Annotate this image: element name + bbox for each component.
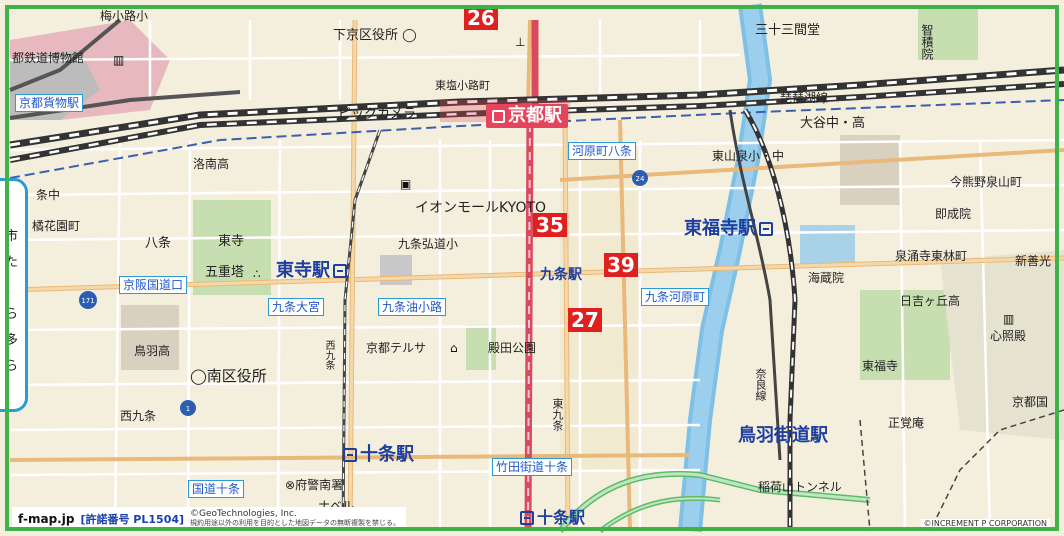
museum-small-icon: ▥ bbox=[113, 53, 125, 67]
kujo-kawaramachi-label[interactable]: 九条河原町 bbox=[641, 288, 710, 306]
increment-p-credit: ©INCREMENT P CORPORATION bbox=[920, 519, 1050, 528]
aeon-mall-label: イオンモールKYOTO bbox=[415, 200, 547, 216]
museum-icon: ▥ bbox=[1003, 312, 1015, 326]
marker-35[interactable]: 35 bbox=[533, 213, 567, 237]
police-station-label: ⊗府警南署 bbox=[285, 478, 344, 492]
tofukuji-station-label[interactable]: 東福寺駅 bbox=[684, 220, 773, 238]
kyoto-terrsa-label: 京都テルサ bbox=[366, 341, 427, 355]
kujo-omiya-label[interactable]: 九条大宮 bbox=[268, 298, 325, 316]
sanjusangendo-label: 三十三間堂 bbox=[755, 23, 821, 38]
biwako-line-label: 琵琶湖線 bbox=[780, 91, 829, 105]
callout-char-6: ら bbox=[5, 359, 19, 374]
station-icon bbox=[333, 264, 347, 278]
nara-line-label: 奈良線 bbox=[754, 368, 767, 401]
route-1-number: 1 bbox=[186, 405, 190, 413]
marker-39[interactable]: 39 bbox=[604, 253, 638, 277]
license-number: [許諾番号 PL1504] bbox=[80, 513, 185, 526]
jujo-dori bbox=[9, 453, 691, 462]
kujo-station-label[interactable]: 九条駅 bbox=[540, 267, 582, 283]
higashi-shiokoji-label: 東塩小路町 bbox=[435, 79, 490, 92]
side-callout-panel: 市 た 、 ら 多 ら bbox=[0, 178, 28, 412]
kaizoin-label: 海蔵院 bbox=[808, 271, 845, 285]
minami-ward-office-label: ◯南区役所 bbox=[190, 367, 267, 385]
sennyuji-higashi-label: 泉涌寺東林町 bbox=[895, 249, 968, 263]
kawaramachi-hachijo-label[interactable]: 河原町八条 bbox=[568, 142, 637, 160]
kyoto-station-label[interactable]: 京都駅 bbox=[486, 104, 568, 128]
route-1-shield bbox=[180, 400, 196, 416]
kujo-hiromichi-school-label: 九条弘道小 bbox=[398, 237, 459, 251]
higashikujo-street-label: 東九条 bbox=[551, 398, 564, 431]
callout-char-5: 多 bbox=[5, 333, 19, 348]
higashiyama-sen-school-label: 東山泉小・中 bbox=[712, 149, 785, 163]
imakumano-label: 今熊野泉山町 bbox=[950, 175, 1023, 189]
railway-museum-label: 都鉄道博物館 bbox=[12, 51, 85, 65]
hall-icon: ⌂ bbox=[450, 341, 458, 355]
tonoda-park-label: 殿田公園 bbox=[488, 341, 537, 355]
shinzenko-label: 新善光 bbox=[1015, 254, 1052, 268]
hiyoshigaoka-label: 日吉ヶ丘高 bbox=[900, 294, 961, 308]
toji-temple-area bbox=[193, 200, 271, 295]
map-attribution: f-map.jp [許諾番号 PL1504] ©GeoTechnologies,… bbox=[12, 507, 407, 531]
callout-char-4: ら bbox=[5, 307, 19, 322]
umekoji-school-label: 梅小路小 bbox=[100, 9, 149, 23]
hachijo-label: 八条 bbox=[145, 236, 172, 251]
street-grid bbox=[9, 20, 1064, 532]
route-171-number: 171 bbox=[81, 297, 94, 305]
shinshoden-label: 心照殿 bbox=[990, 329, 1027, 343]
callout-char-3: 、 bbox=[5, 281, 19, 296]
gojunoto-label: 五重塔 bbox=[205, 265, 245, 280]
kokudo-jujo-label[interactable]: 国道十条 bbox=[188, 480, 245, 498]
route-24-number: 24 bbox=[636, 175, 645, 183]
bic-camera-label: ビックカメラ bbox=[338, 107, 417, 122]
otani-school-label: 大谷中・高 bbox=[800, 116, 866, 131]
route-171-shield bbox=[79, 291, 97, 309]
kyoto-national-label: 京都国 bbox=[1012, 395, 1049, 409]
route-24-shield bbox=[632, 170, 648, 186]
tofukuji-temple-label: 東福寺 bbox=[862, 359, 899, 373]
jujo-station-west-label[interactable]: 十条駅 bbox=[343, 446, 414, 464]
kujo-aburakoji-label[interactable]: 九条油小路 bbox=[378, 298, 447, 316]
toji-station-label[interactable]: 東寺駅 bbox=[276, 262, 347, 280]
station-icon bbox=[759, 222, 773, 236]
station-icon bbox=[520, 511, 534, 525]
toji-temple-label: 東寺 bbox=[218, 234, 245, 249]
shop-icon: ▣ bbox=[400, 177, 412, 191]
inariyama-tunnel-label: 稲荷山トンネル bbox=[758, 480, 842, 494]
station-icon bbox=[343, 448, 357, 462]
chishakuin-label: 智積院 bbox=[920, 24, 934, 60]
takeda-kaido-jujo-label[interactable]: 竹田街道十条 bbox=[492, 458, 573, 476]
kyoto-freight-station-label[interactable]: 京都貨物駅 bbox=[15, 94, 84, 112]
tower-icon: ⊥ bbox=[515, 35, 526, 49]
nishikujo-street-label: 西九条 bbox=[323, 340, 334, 370]
fmap-site-link[interactable]: f-map.jp bbox=[18, 512, 75, 526]
shimogyo-ward-office-label: 下京区役所 ◯ bbox=[333, 28, 417, 43]
keihan-kokudo-guchi-label[interactable]: 京阪国道口 bbox=[119, 276, 188, 294]
sokujoin-label: 即成院 bbox=[935, 207, 972, 221]
usage-note: 規約用途以外の利用を目的とした地図データの無断複製を禁じる。 bbox=[190, 519, 401, 528]
toba-high-label: 鳥羽高 bbox=[134, 344, 171, 358]
marker-27[interactable]: 27 bbox=[568, 308, 602, 332]
marker-26[interactable]: 26 bbox=[464, 6, 498, 30]
tobakaido-station-label[interactable]: 鳥羽街道駅 bbox=[738, 425, 828, 446]
kujo-middle-label: 条中 bbox=[36, 188, 61, 202]
pagoda-icon: ∴ bbox=[253, 267, 261, 281]
rakunan-high-label: 洛南高 bbox=[193, 157, 230, 171]
jujo-station-east-label[interactable]: 十条駅 bbox=[520, 510, 585, 526]
geotech-copyright: ©GeoTechnologies, Inc. bbox=[190, 509, 297, 520]
callout-char-1: 市 bbox=[5, 229, 19, 244]
callout-char-2: た bbox=[5, 255, 19, 270]
shokakuin-label: 正覚庵 bbox=[888, 416, 925, 430]
tachibana-label: 橘花園町 bbox=[32, 219, 81, 233]
nishikujo-label: 西九条 bbox=[120, 409, 157, 423]
